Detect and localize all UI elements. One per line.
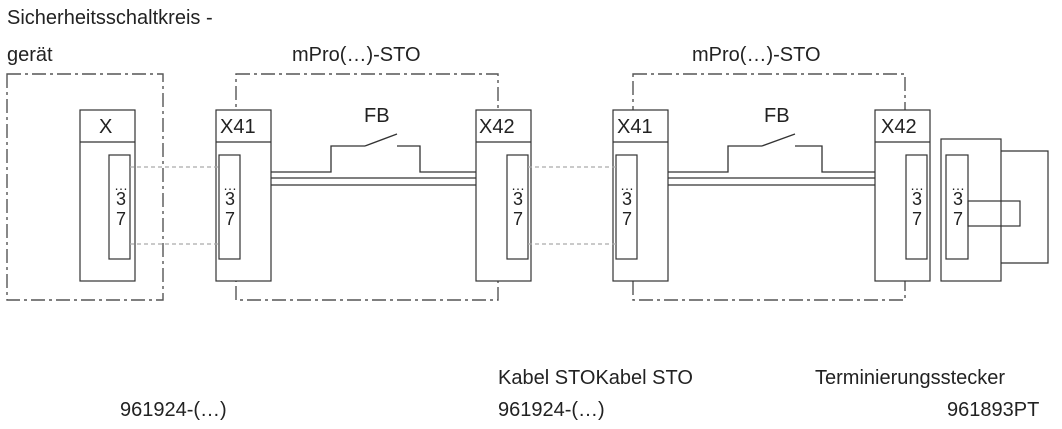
termination-plug bbox=[940, 138, 1049, 282]
pin-dots: … bbox=[114, 177, 128, 193]
cable-2-label: Kabel STOKabel STO bbox=[498, 367, 693, 389]
connector-x41-b-label: X41 bbox=[617, 116, 653, 138]
connector-x41-a bbox=[215, 109, 272, 282]
pin-7: 7 bbox=[952, 209, 963, 229]
safety-device-title-line2: gerät bbox=[7, 44, 53, 66]
pin-7: 7 bbox=[621, 209, 632, 229]
pin-7: 7 bbox=[911, 209, 922, 229]
pin-3: 3 bbox=[621, 189, 632, 209]
pin-dots: … bbox=[511, 177, 525, 193]
pin-3: 3 bbox=[952, 189, 963, 209]
connector-x-label: X bbox=[99, 116, 113, 138]
pin-3: 3 bbox=[224, 189, 235, 209]
pin-dots: … bbox=[620, 177, 634, 193]
connector-x42-a-label: X42 bbox=[479, 116, 515, 138]
pin-3: 3 bbox=[115, 189, 126, 209]
connector-x41-a-label: X41 bbox=[220, 116, 256, 138]
connector-x42-a bbox=[475, 109, 532, 282]
terminator-label: Terminierungsstecker bbox=[815, 367, 1006, 389]
feedback-label-a: FB bbox=[364, 105, 390, 127]
module-2-wiring bbox=[668, 133, 875, 186]
pin-dots: … bbox=[951, 177, 965, 193]
connector-x42-b bbox=[874, 109, 931, 282]
connector-x bbox=[79, 109, 136, 282]
module-2-label: mPro(…)-STO bbox=[692, 44, 821, 66]
pin-3: 3 bbox=[911, 189, 922, 209]
pin-7: 7 bbox=[224, 209, 235, 229]
connector-x42-b-label: X42 bbox=[881, 116, 917, 138]
terminator-part-number: 961893PT bbox=[947, 399, 1040, 421]
module-1-wiring bbox=[271, 133, 476, 186]
pin-dots: … bbox=[223, 177, 237, 193]
pin-3: 3 bbox=[512, 189, 523, 209]
cable-2-part-number: 961924-(…) bbox=[498, 399, 605, 421]
feedback-label-b: FB bbox=[764, 105, 790, 127]
cable-links bbox=[130, 166, 616, 245]
pin-7: 7 bbox=[115, 209, 126, 229]
pin-7: 7 bbox=[512, 209, 523, 229]
connector-x41-b bbox=[612, 109, 669, 282]
pin-dots: … bbox=[910, 177, 924, 193]
cable-1-part-number: 961924-(…) bbox=[120, 399, 227, 421]
safety-device-title-line1: Sicherheitsschaltkreis - bbox=[7, 7, 213, 29]
module-1-label: mPro(…)-STO bbox=[292, 44, 421, 66]
safety-device-outline bbox=[6, 73, 164, 301]
